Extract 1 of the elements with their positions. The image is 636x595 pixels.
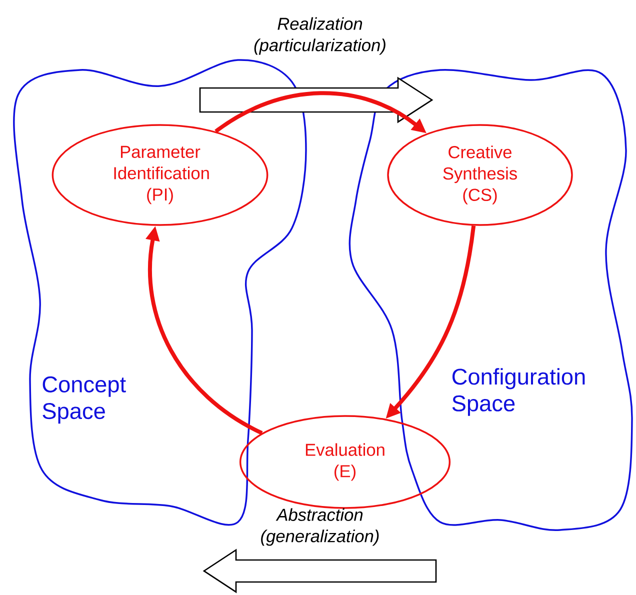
arrow-caption: Realization (particularization) bbox=[254, 17, 386, 55]
